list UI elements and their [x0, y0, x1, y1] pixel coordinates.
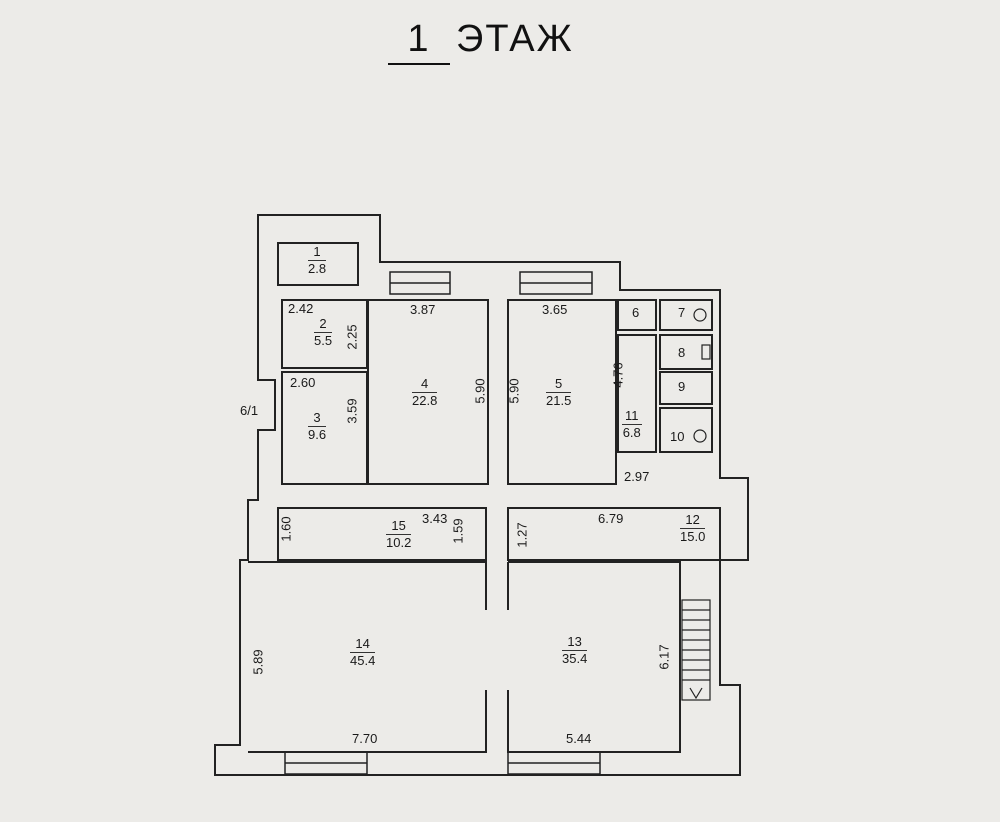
wall-corridor [277, 507, 487, 561]
dimension-label: 2.42 [288, 301, 314, 316]
room-number: 6 [632, 305, 640, 320]
dimension-label: 2.97 [624, 469, 650, 484]
floor-word: ЭТАЖ [456, 18, 574, 60]
dimension-label: 5.44 [566, 731, 592, 746]
dimension-label: 4.76 [610, 362, 626, 388]
room-number: 10 [670, 429, 685, 444]
wall-room-1 [277, 242, 359, 286]
wall-room-6 [617, 299, 657, 331]
windows [284, 271, 601, 775]
dimension-label: 5.90 [472, 378, 488, 404]
wall-room-9 [659, 371, 713, 405]
room-number: 8 [678, 345, 686, 360]
dimension-label: 7.70 [352, 731, 378, 746]
fixtures [693, 308, 711, 443]
dimension-label: 5.90 [506, 378, 522, 404]
wall-room-5 [507, 299, 617, 485]
room-number: 9 [678, 379, 686, 394]
dimension-label: 2.25 [344, 324, 360, 350]
dimension-label: 6.79 [598, 511, 624, 526]
dimension-label: 3.43 [422, 511, 448, 526]
dimension-label: 1.59 [450, 518, 466, 544]
dimension-label: 5.89 [250, 649, 266, 675]
wall-room-7 [659, 299, 713, 331]
stair-reference: 6/1 [240, 403, 259, 418]
dimension-label: 3.87 [410, 302, 436, 317]
dimension-label: 3.59 [344, 398, 360, 424]
room-number: 7 [678, 305, 686, 320]
wall-room-8 [659, 334, 713, 370]
dimension-label: 2.60 [290, 375, 316, 390]
stairs [681, 599, 711, 701]
wall-room-11 [617, 334, 657, 453]
dimension-label: 6.17 [656, 644, 672, 670]
dimension-label: 3.65 [542, 302, 568, 317]
wall-room-10 [659, 407, 713, 453]
outer-wall [214, 214, 749, 776]
floor-number: 1 [388, 18, 450, 65]
wall-room-12 [507, 507, 721, 561]
dimension-label: 1.60 [278, 516, 294, 542]
wall-room-13 [507, 561, 681, 753]
dimension-label: 1.27 [514, 522, 530, 548]
wall-room-4 [367, 299, 489, 485]
